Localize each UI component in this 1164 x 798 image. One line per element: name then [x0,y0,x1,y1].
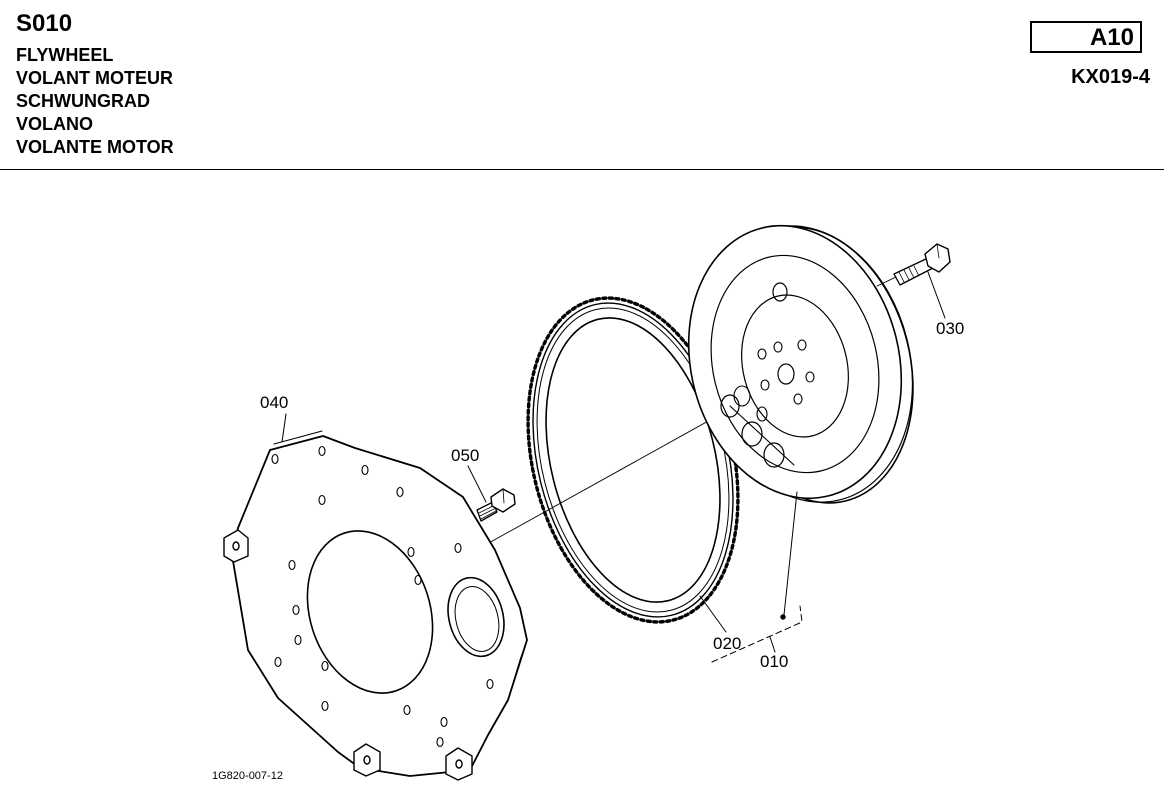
group-code-badge: A10 [1030,21,1142,53]
header-divider [0,169,1164,170]
flywheel-part[interactable] [661,203,941,525]
callout-020: 020 [713,634,741,653]
model-number: KX019-4 [1071,66,1150,88]
section-name-fr: VOLANT MOTEUR [16,68,173,88]
callout-040: 040 [260,393,288,412]
section-name-es: VOLANTE MOTOR [16,137,174,157]
section-names: FLYWHEEL VOLANT MOTEUR SCHWUNGRAD VOLANO… [16,44,174,159]
callout-010: 010 [760,652,788,671]
drawing-number: 1G820-007-12 [212,770,283,782]
flywheel-bolt-part[interactable] [876,243,951,287]
page-header: S010 FLYWHEEL VOLANT MOTEUR SCHWUNGRAD V… [0,0,1164,170]
leader-lines [281,271,946,663]
section-name-it: VOLANO [16,114,94,134]
section-name-en: FLYWHEEL [16,45,114,65]
callout-050: 050 [451,446,479,465]
section-name-de: SCHWUNGRAD [16,91,150,111]
callout-030: 030 [936,319,964,338]
section-code: S010 [16,10,73,37]
adapter-plate-part[interactable] [223,430,528,781]
plate-bolt-part[interactable] [476,488,516,522]
